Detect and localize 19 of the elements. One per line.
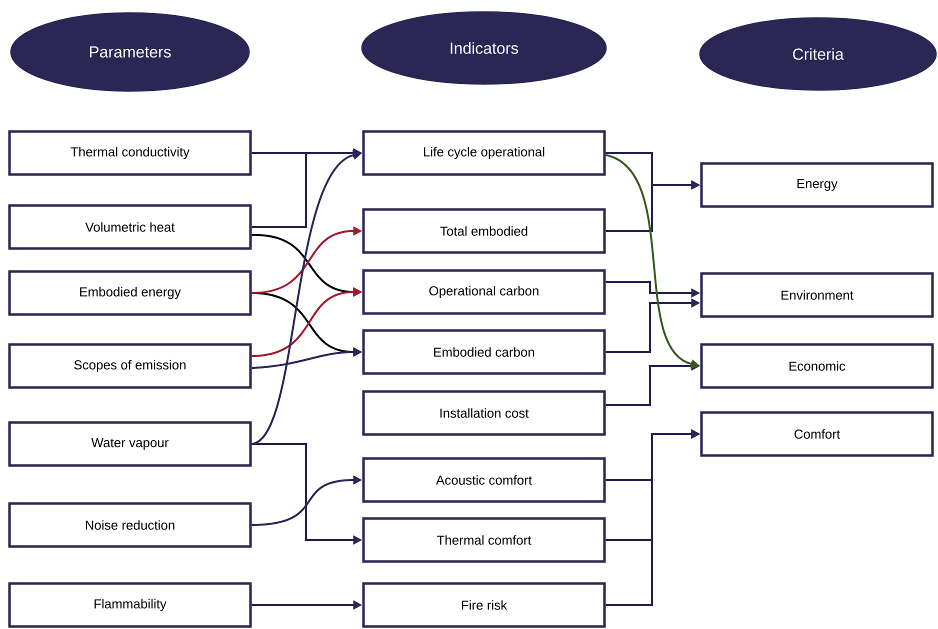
label-box: Thermal conductivity <box>8 130 252 176</box>
label-box: Thermal comfort <box>362 517 606 563</box>
label-box: Embodied energy <box>8 270 252 316</box>
label-box: Energy <box>700 162 934 208</box>
label-box: Installation cost <box>362 390 606 436</box>
label-box: Operational carbon <box>362 269 606 315</box>
label-box: Scopes of emission <box>8 343 252 389</box>
label-box: Embodied carbon <box>362 329 606 375</box>
label-box: Economic <box>700 343 934 389</box>
label-box: Fire risk <box>362 582 606 628</box>
label-box: Life cycle operational <box>362 130 606 176</box>
label-box: Volumetric heat <box>8 204 252 250</box>
label-box: Flammability <box>8 582 252 628</box>
label-box: Noise reduction <box>8 502 252 548</box>
label-box: Total embodied <box>362 208 606 254</box>
label-box: Comfort <box>700 411 934 457</box>
label-box: Water vapour <box>8 421 252 467</box>
label-box: Acoustic comfort <box>362 457 606 503</box>
label-box: Environment <box>700 272 934 318</box>
